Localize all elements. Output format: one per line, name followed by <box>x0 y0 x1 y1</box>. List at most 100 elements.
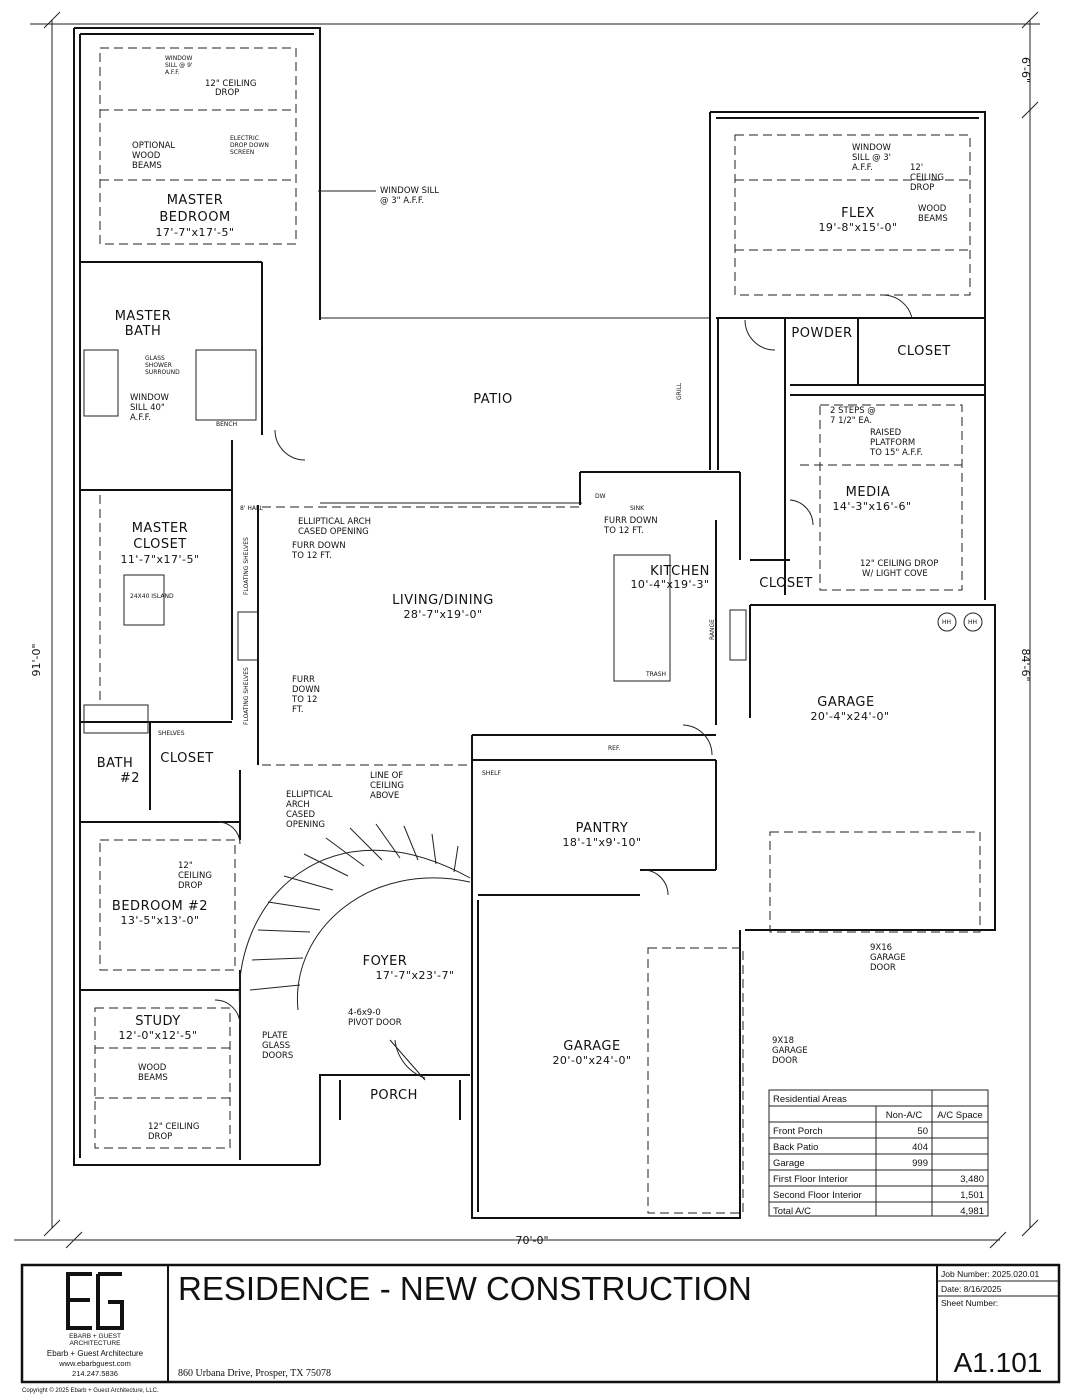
dashed-ceiling-lines <box>94 47 981 1214</box>
note-bench: BENCH <box>216 421 237 428</box>
note-shelves: SHELVES <box>158 730 185 737</box>
bath2-label: BATH#2 <box>97 756 140 786</box>
note-hh-2: HH <box>968 619 977 626</box>
note-hh-1: HH <box>942 619 951 626</box>
range-hood <box>729 609 747 661</box>
areas-table-cell: 4,981 <box>960 1206 984 1217</box>
note-trash: TRASH <box>645 671 666 678</box>
areas-table-header: A/C Space <box>937 1110 982 1121</box>
note-floating-shelves-2: FLOATING SHELVES <box>243 667 250 725</box>
project-address: 860 Urbana Drive, Prosper, TX 75078 <box>178 1368 331 1379</box>
areas-table-title: Residential Areas <box>773 1094 847 1105</box>
master-closet-island <box>123 574 165 626</box>
areas-table-cell: 404 <box>912 1142 928 1153</box>
right-top-dimension: 6'-6" <box>1019 57 1032 83</box>
note-hall: 8' HALL <box>240 505 263 512</box>
sheet-number: A1.101 <box>954 1347 1043 1378</box>
job-number: Job Number: 2025.020.01 <box>941 1269 1040 1279</box>
residential-areas-table <box>768 1089 989 1217</box>
note-window-sill-3-master: WINDOW SILL@ 3" A.F.F. <box>380 186 439 206</box>
copyright: Copyright © 2025 Ebarb + Guest Architect… <box>22 1387 159 1394</box>
doors <box>214 294 983 1081</box>
dimension-lines <box>14 11 1040 1249</box>
firm-logo <box>66 1272 124 1330</box>
note-range: RANGE <box>709 619 716 640</box>
areas-table-cell: Front Porch <box>773 1126 823 1137</box>
project-title: RESIDENCE - NEW CONSTRUCTION <box>178 1270 752 1307</box>
patio-label: PATIO <box>473 392 512 407</box>
note-island: 24X40 ISLAND <box>130 593 174 600</box>
note-dw: DW <box>595 493 606 500</box>
areas-table-cell: Total A/C <box>773 1206 811 1217</box>
note-grill: GRILL <box>676 382 683 400</box>
note-shelf: SHELF <box>482 770 501 777</box>
closet-flex-label: CLOSET <box>897 344 951 359</box>
note-sink-kitchen: SINK <box>630 505 645 512</box>
exterior-walls <box>73 27 996 1219</box>
areas-table-cell: 999 <box>912 1158 928 1169</box>
porch-label: PORCH <box>370 1088 418 1103</box>
areas-table-header: Non-A/C <box>886 1110 923 1121</box>
areas-table-cell: Second Floor Interior <box>773 1190 862 1201</box>
firm-name: Ebarb + Guest Architecture <box>47 1349 144 1358</box>
firm-phone: 214.247.5836 <box>72 1369 118 1378</box>
areas-table-cell: Back Patio <box>773 1142 818 1153</box>
master-shower <box>195 349 257 421</box>
areas-table-cell: Garage <box>773 1158 805 1169</box>
powder-label: POWDER <box>791 326 852 341</box>
curved-staircase <box>238 823 471 1011</box>
width-dimension: 70'-0" <box>515 1234 548 1247</box>
areas-table-cell: 3,480 <box>960 1174 984 1185</box>
closet-bath-label: CLOSET <box>160 751 214 766</box>
fireplace <box>237 611 259 661</box>
bath2-tub <box>83 704 149 734</box>
sheet-date: Date: 8/16/2025 <box>941 1284 1002 1294</box>
note-floating-shelves-1: FLOATING SHELVES <box>243 537 250 595</box>
closet-media-label: CLOSET <box>759 576 813 591</box>
right-main-dimension: 84'-6" <box>1019 648 1032 681</box>
firm-website: www.ebarbguest.com <box>58 1359 131 1368</box>
areas-table-cell: First Floor Interior <box>773 1174 848 1185</box>
title-block <box>20 1263 1061 1384</box>
depth-dimension: 91'-0" <box>30 643 43 676</box>
areas-table-cell: 1,501 <box>960 1190 984 1201</box>
